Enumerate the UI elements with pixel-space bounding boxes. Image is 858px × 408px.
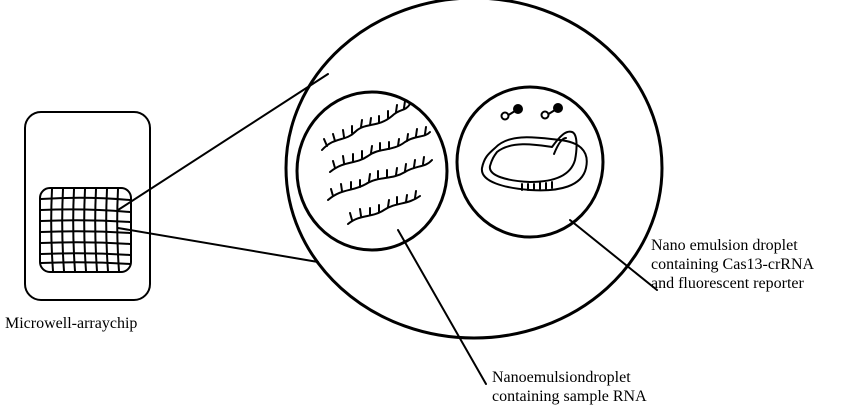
microwell-array-chip <box>25 112 150 300</box>
sample-rna-droplet <box>297 92 447 250</box>
sample-droplet-circle <box>297 92 447 250</box>
cas13-droplet-label: Nano emulsion droplet containing Cas13-c… <box>651 236 814 293</box>
cas13-droplet-leader-line <box>570 220 657 290</box>
sample-droplet-label-line1: Nanoemulsiondroplet <box>492 368 647 387</box>
chip-well-grid <box>41 189 130 271</box>
magnified-well-circle <box>286 0 662 338</box>
cas13-droplet-label-line3: and fluorescent reporter <box>651 274 814 293</box>
zoom-line-bottom <box>118 228 318 262</box>
chip-label: Microwell-arraychip <box>5 314 137 333</box>
fluorescent-reporter-icon <box>502 104 563 120</box>
cas13-droplet <box>457 87 603 237</box>
cas13-droplet-circle <box>457 87 603 237</box>
rna-strand-icon <box>322 101 432 224</box>
sample-droplet-label: Nanoemulsiondroplet containing sample RN… <box>492 368 647 406</box>
sample-droplet-leader-line <box>398 230 486 384</box>
cas13-crrna-complex-icon <box>482 132 587 191</box>
cas13-droplet-label-line1: Nano emulsion droplet <box>651 236 814 255</box>
cas13-droplet-label-line2: containing Cas13-crRNA <box>651 255 814 274</box>
sample-droplet-label-line2: containing sample RNA <box>492 387 647 406</box>
